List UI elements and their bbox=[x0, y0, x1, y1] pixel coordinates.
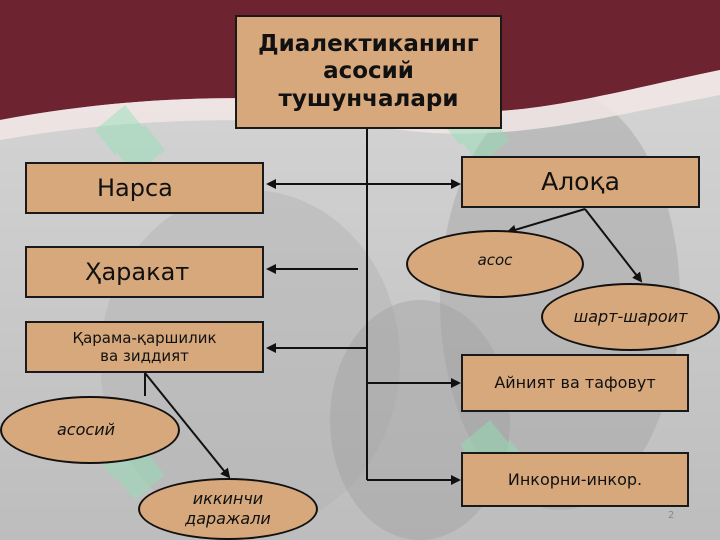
arrow-qarama-ikkinchi bbox=[144, 372, 231, 479]
oval-ikkinchi: иккинчи даражали bbox=[138, 478, 318, 540]
box-aloqa: Алоқа bbox=[461, 156, 700, 208]
box-ayniyat: Айният ва тафовут bbox=[461, 354, 689, 412]
oval-ikkinchi-label: иккинчи даражали bbox=[185, 489, 271, 528]
title-box: Диалектиканинг асосий тушунчалари bbox=[235, 15, 502, 129]
box-harakat: Ҳаракат bbox=[25, 246, 264, 298]
oval-shart: шарт-шароит bbox=[541, 283, 720, 351]
arrow-aloqa-asos bbox=[506, 208, 586, 235]
box-qarama-label: Қарама-қаршилик ва зиддият bbox=[72, 329, 217, 365]
diagram-title: Диалектиканинг асосий тушунчалари bbox=[258, 30, 479, 112]
box-inkor: Инкорни-инкор. bbox=[461, 452, 689, 507]
oval-asosiy: асосий bbox=[0, 396, 180, 464]
oval-asosiy-label: асосий bbox=[57, 420, 115, 439]
oval-shart-label: шарт-шароит bbox=[573, 307, 688, 326]
box-aloqa-label: Алоқа bbox=[541, 167, 620, 196]
oval-asos: асос bbox=[406, 230, 584, 298]
slide-number: 2 bbox=[668, 510, 675, 521]
box-narsa-label: Нарса bbox=[97, 173, 173, 202]
oval-asos-label: асос bbox=[477, 250, 513, 269]
box-qarama: Қарама-қаршилик ва зиддият bbox=[25, 321, 264, 373]
box-harakat-label: Ҳаракат bbox=[85, 257, 190, 286]
box-inkor-label: Инкорни-инкор. bbox=[507, 469, 643, 489]
box-ayniyat-label: Айният ва тафовут bbox=[494, 373, 656, 393]
box-narsa: Нарса bbox=[25, 162, 264, 214]
arrow-aloqa-shart bbox=[584, 208, 643, 283]
